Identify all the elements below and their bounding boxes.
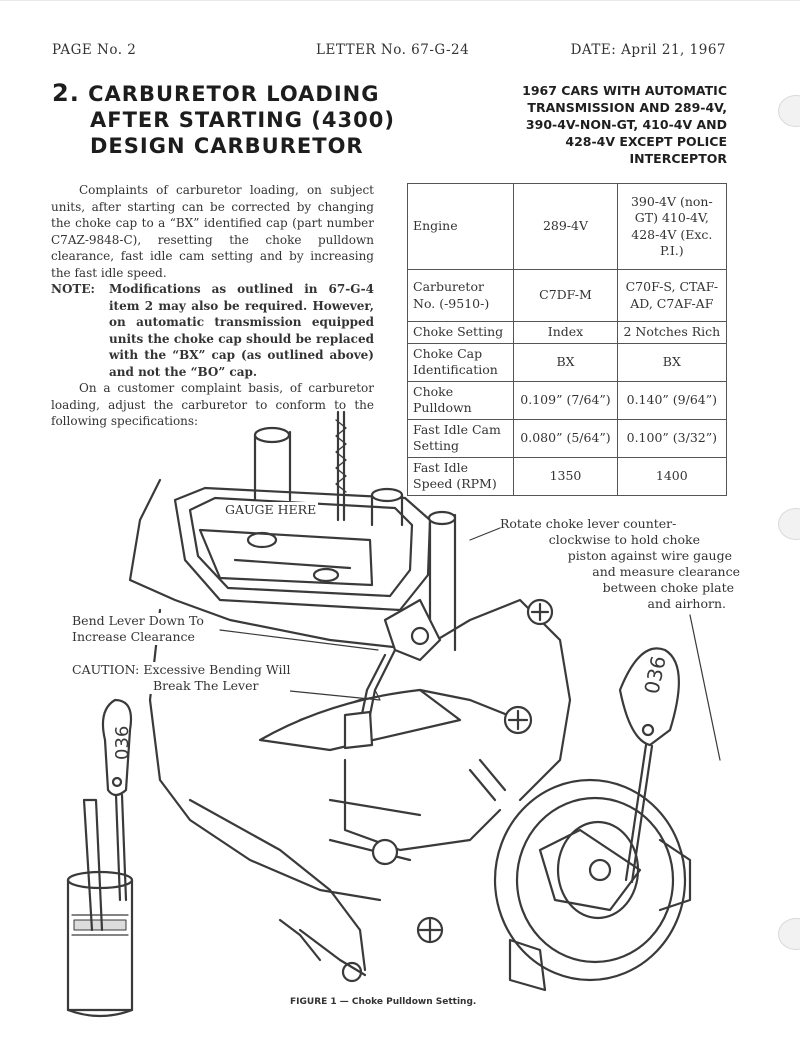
cell-289: 0.109” (7/64”) bbox=[513, 380, 618, 420]
title-line-2: AFTER STARTING (4300) bbox=[90, 108, 395, 132]
cell-289: BX bbox=[513, 342, 618, 382]
note-label: NOTE: bbox=[51, 282, 95, 296]
applicability-line: 428-4V EXCEPT POLICE bbox=[565, 134, 727, 149]
intro-paragraph: Complaints of carburetor loading, on sub… bbox=[51, 183, 374, 280]
applicability-line: INTERCEPTOR bbox=[629, 151, 727, 166]
letter-number: LETTER No. 67-G-24 bbox=[316, 42, 470, 58]
callout-line: CAUTION: Excessive Bending Will bbox=[72, 662, 291, 677]
cell-289: 1350 bbox=[513, 456, 618, 496]
row-label: Fast Idle Cam Setting bbox=[406, 418, 515, 458]
cell-390: 0.140” (9/64”) bbox=[616, 380, 728, 420]
cell-390: 390-4V (non-GT) 410-4V, 428-4V (Exc. P.I… bbox=[616, 183, 728, 270]
callout-line: Rotate choke lever counter- bbox=[500, 516, 677, 531]
callout-line: between choke plate bbox=[602, 580, 734, 595]
note-block: NOTE: Modifications as outlined in 67-G-… bbox=[51, 281, 374, 380]
row-label: Carburetor No. (-9510-) bbox=[406, 269, 515, 322]
cell-390: 1400 bbox=[616, 456, 728, 496]
title-line-1: CARBURETOR LOADING bbox=[88, 82, 380, 106]
spec-intro-paragraph: On a customer complaint basis, of carbur… bbox=[51, 381, 374, 428]
table-row: Fast Idle Cam Setting 0.080” (5/64”) 0.1… bbox=[406, 418, 728, 458]
table-row: Choke Cap Identification BX BX bbox=[406, 342, 728, 382]
callout-line: and airhorn. bbox=[647, 596, 726, 611]
figure-caption: FIGURE 1 — Choke Pulldown Setting. bbox=[290, 997, 477, 1007]
body-text: Complaints of carburetor loading, on sub… bbox=[51, 182, 374, 430]
section-number: 2. bbox=[52, 79, 80, 107]
letter-date: DATE: April 21, 1967 bbox=[570, 42, 726, 58]
table-row: Carburetor No. (-9510-) C7DF-M C70F-S, C… bbox=[406, 269, 728, 322]
bend-lever-callout: Bend Lever Down To Increase Clearance bbox=[72, 613, 204, 645]
rotate-choke-callout: Rotate choke lever counter- clockwise to… bbox=[500, 516, 740, 612]
applicability-line: 1967 CARS WITH AUTOMATIC bbox=[522, 83, 727, 98]
callout-line: piston against wire gauge bbox=[567, 548, 732, 563]
caution-callout: CAUTION: Excessive Bending Will Break Th… bbox=[72, 662, 291, 694]
cell-390: C70F-S, CTAF-AD, C7AF-AF bbox=[616, 269, 728, 322]
applicability-line: 390-4V-NON-GT, 410-4V AND bbox=[525, 117, 727, 132]
callout-line: clockwise to hold choke bbox=[548, 532, 700, 547]
cell-390: BX bbox=[616, 342, 728, 382]
cell-390: 2 Notches Rich bbox=[616, 321, 728, 344]
callout-line: Break The Lever bbox=[153, 678, 259, 693]
page-number: PAGE No. 2 bbox=[52, 42, 137, 58]
specifications-table: Engine 289-4V 390-4V (non-GT) 410-4V, 42… bbox=[406, 183, 728, 496]
callout-line: and measure clearance bbox=[592, 564, 740, 579]
table-row: Fast Idle Speed (RPM) 1350 1400 bbox=[406, 456, 728, 496]
callout-line: Bend Lever Down To bbox=[72, 613, 204, 628]
note-text: Modifications as outlined in 67-G-4 item… bbox=[109, 282, 374, 379]
title-line-3: DESIGN CARBURETOR bbox=[90, 134, 364, 158]
section-title: 2. CARBURETOR LOADING AFTER STARTING (43… bbox=[52, 80, 432, 159]
table-row: Engine 289-4V 390-4V (non-GT) 410-4V, 42… bbox=[406, 183, 728, 270]
callout-line: Increase Clearance bbox=[72, 629, 195, 644]
row-label: Fast Idle Speed (RPM) bbox=[406, 456, 515, 496]
applicability-block: 1967 CARS WITH AUTOMATIC TRANSMISSION AN… bbox=[470, 82, 727, 167]
applicability-line: TRANSMISSION AND 289-4V, bbox=[527, 100, 727, 115]
gauge-here-label: GAUGE HERE bbox=[223, 502, 319, 518]
table-row: Choke Setting Index 2 Notches Rich bbox=[406, 321, 728, 344]
tag-number-left: 036 bbox=[112, 726, 133, 760]
cell-289: C7DF-M bbox=[513, 269, 618, 322]
